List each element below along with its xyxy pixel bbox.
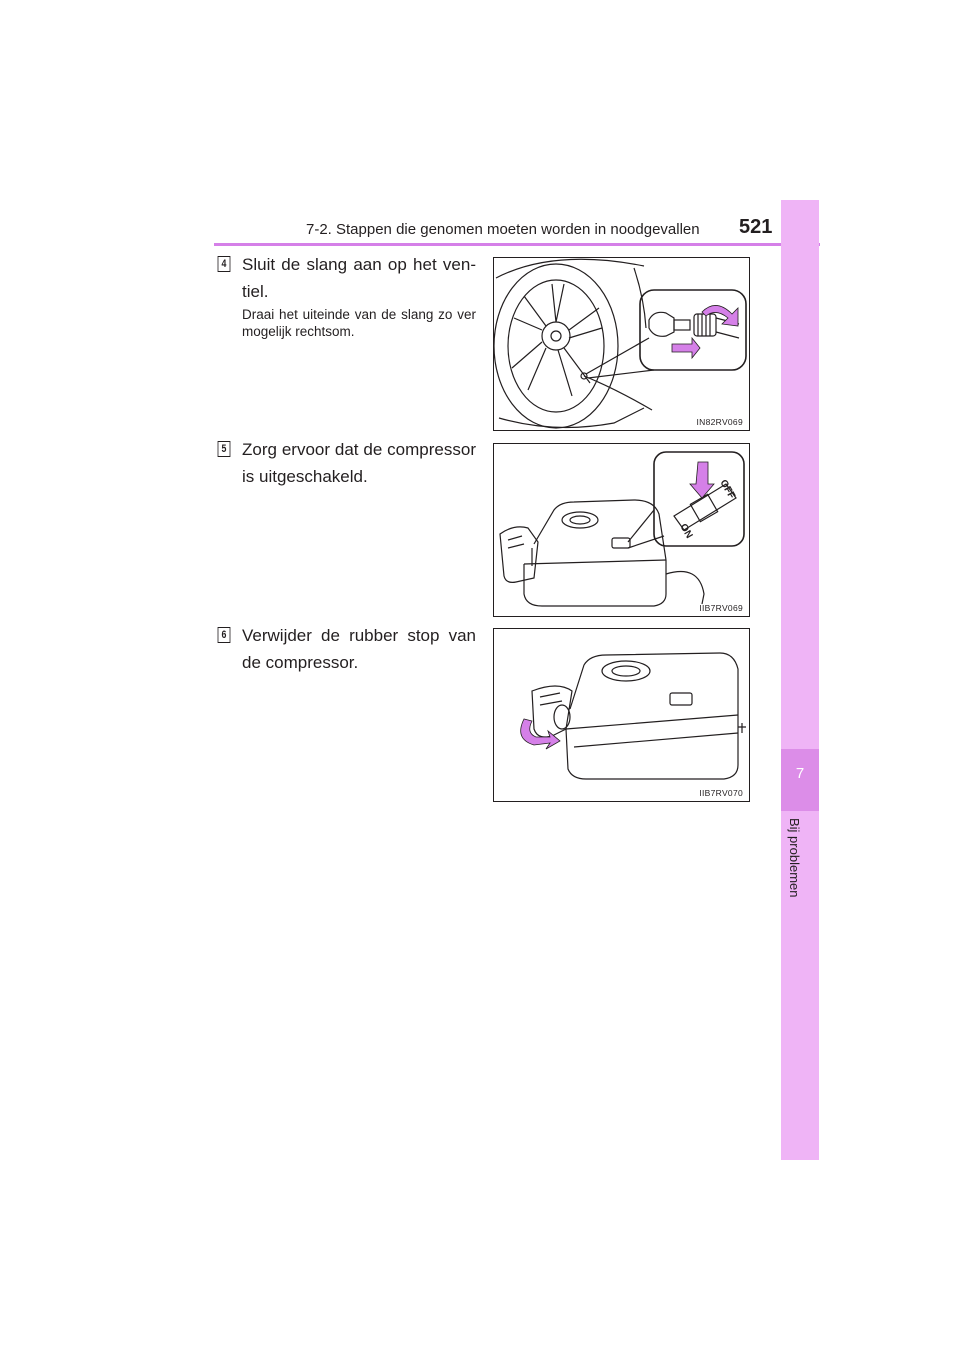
chapter-number-marker [781,749,819,811]
step-number-badge: 5 [217,441,231,457]
page-number: 521 [739,216,773,238]
compressor-switch-illustration: ON OFF [499,451,745,607]
running-header-title: 7-2. Stappen die genomen moeten worden i… [306,221,700,238]
step-instruction: Verwijder de rubber stop van de compress… [242,626,476,672]
chapter-side-tab [781,200,819,1160]
compressor-stop-illustration [520,652,746,780]
figure-rubber-stop: IIB7RV070 [493,628,750,802]
chapter-title: Bij problemen [787,818,802,898]
figure-code: IIB7RV070 [699,788,743,798]
step-number-badge: 6 [217,627,231,643]
figure-code: IIB7RV069 [699,603,743,613]
header-divider [214,243,820,246]
chapter-number: 7 [795,765,805,782]
switch-label-off: OFF [717,478,737,501]
step-instruction: Sluit de slang aan op het ven-tiel. [242,255,476,301]
figure-compressor-switch: ON OFF IIB7RV069 [493,443,750,617]
step-number-badge: 4 [217,256,231,272]
figure-hose-valve: IN82RV069 [493,257,750,431]
figure-code: IN82RV069 [696,417,743,427]
step-instruction: Zorg ervoor dat de compressor is uitgesc… [242,440,476,486]
step-detail: Draai het uiteinde van de slang zo ver m… [242,307,476,339]
tire-valve-illustration [494,258,747,429]
